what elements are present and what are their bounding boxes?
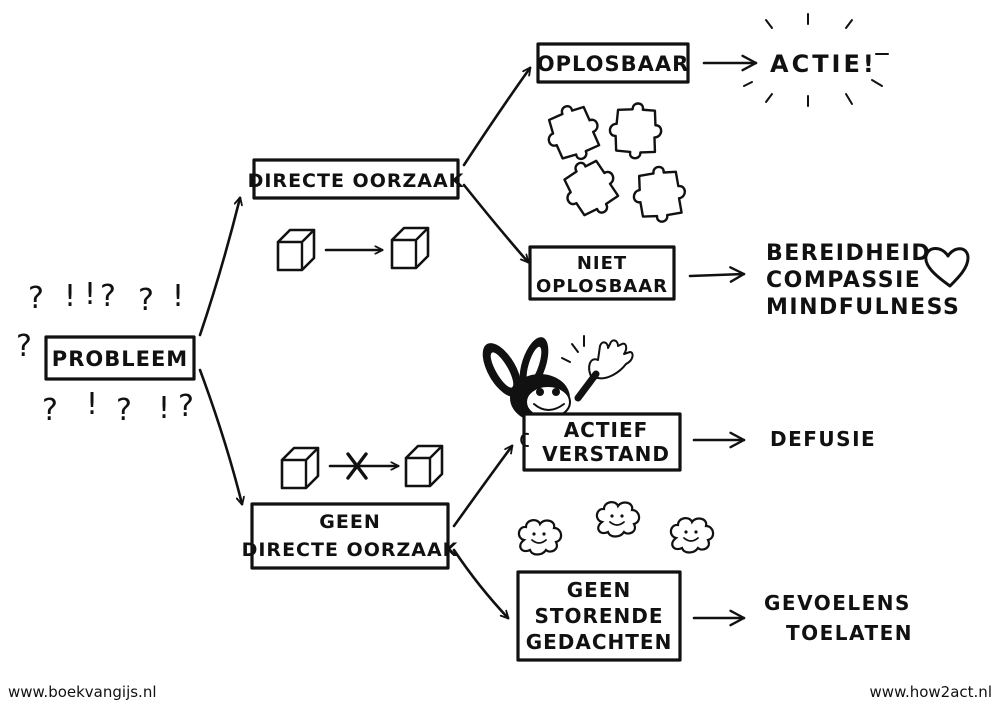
outcome-bereidheid-line3: MINDFULNESS [766,295,960,320]
node-directe-oorzaak-label: DIRECTE OORZAAK [248,170,465,192]
question-mark: ? [116,393,132,428]
footer-right[interactable]: www.how2act.nl [870,683,992,701]
outcome-defusie: DEFUSIE [770,427,876,451]
node-actief-verstand-line2: VERSTAND [542,442,670,466]
outcome-gevoelens-line1: GEVOELENS [764,591,911,615]
node-niet-oplosbaar: NIET OPLOSBAAR [528,245,676,301]
footer-left[interactable]: www.boekvangijs.nl [8,683,157,701]
node-geen-storende-gedachten: GEEN STORENDE GEDACHTEN [516,570,682,662]
arrow-to-geen-directe-oorzaak [198,368,242,504]
question-mark: ? [28,281,44,316]
outcome-actie: ACTIE! [770,50,877,78]
node-geen-directe-oorzaak-line2: DIRECTE OORZAAK [242,539,459,561]
exclamation-mark: ! [172,279,184,314]
node-geen-directe-oorzaak-line1: GEEN [319,511,380,533]
smiling-cloud-icon [517,519,563,556]
node-actief-verstand-line1: ACTIEF [564,418,649,442]
arrow-to-bereidheid [688,266,746,283]
node-oplosbaar-label: OPLOSBAAR [537,52,690,76]
cube-icon [276,228,316,272]
node-niet-oplosbaar-line2: OPLOSBAAR [536,276,668,297]
cube-icon [404,444,444,488]
cube-icon [280,446,320,490]
outcome-bereidheid-line1: BEREIDHEID [766,241,931,266]
puzzle-piece-icon [556,153,624,223]
exclamation-mark: ! [64,279,76,314]
cross-icon [346,452,368,480]
exclamation-mark: ! [158,391,170,426]
arrow-to-oplosbaar [462,68,530,167]
question-marks: ? ! ! ? ? ! ? ? ! ? ! ? [16,277,194,428]
question-mark: ? [138,283,154,318]
cube-icon [390,226,430,270]
sun-rays-icon [743,13,889,107]
node-geen-storende-gedachten-line1: GEEN [567,578,631,602]
outcome-bereidheid: BEREIDHEID COMPASSIE MINDFULNESS [766,241,960,320]
rabbit-paw [520,432,529,447]
node-actief-verstand: ACTIEF VERSTAND [520,412,682,472]
rabbit-character-icon [482,335,634,422]
arrow-to-geen-storende-gedachten [452,548,508,618]
heart-icon [924,247,970,288]
node-geen-storende-gedachten-line2: STORENDE [534,604,663,628]
question-mark: ? [16,329,32,364]
puzzle-piece-icon [603,97,668,165]
outcome-bereidheid-line2: COMPASSIE [766,268,921,293]
arrow-to-actief-verstand [452,446,512,528]
puzzle-pieces [543,97,689,225]
cause-illustration [276,226,430,272]
puzzle-piece-icon [543,101,603,165]
no-cause-illustration [280,444,444,490]
outcome-gevoelens: GEVOELENS TOELATEN [764,591,913,645]
node-probleem-label: PROBLEEM [52,347,188,371]
question-mark: ? [178,389,194,424]
question-mark: ? [100,279,116,314]
node-probleem: PROBLEEM [44,335,196,381]
smiling-clouds [517,501,715,556]
outcome-gevoelens-line2: TOELATEN [786,621,913,645]
puzzle-piece-icon [630,163,689,225]
node-oplosbaar: OPLOSBAAR [536,42,690,84]
smiling-cloud-icon [595,501,641,538]
arrow-to-niet-oplosbaar [462,183,528,262]
question-mark: ? [42,393,58,428]
exclamation-mark: ! [86,387,98,422]
smiling-cloud-icon [669,517,715,554]
node-directe-oorzaak: DIRECTE OORZAAK [248,158,465,200]
node-geen-directe-oorzaak: GEEN DIRECTE OORZAAK [242,502,459,570]
node-niet-oplosbaar-line1: NIET [577,253,627,274]
node-geen-storende-gedachten-line3: GEDACHTEN [526,630,673,654]
arrow-to-directe-oorzaak [198,198,240,337]
exclamation-mark: ! [84,277,96,312]
